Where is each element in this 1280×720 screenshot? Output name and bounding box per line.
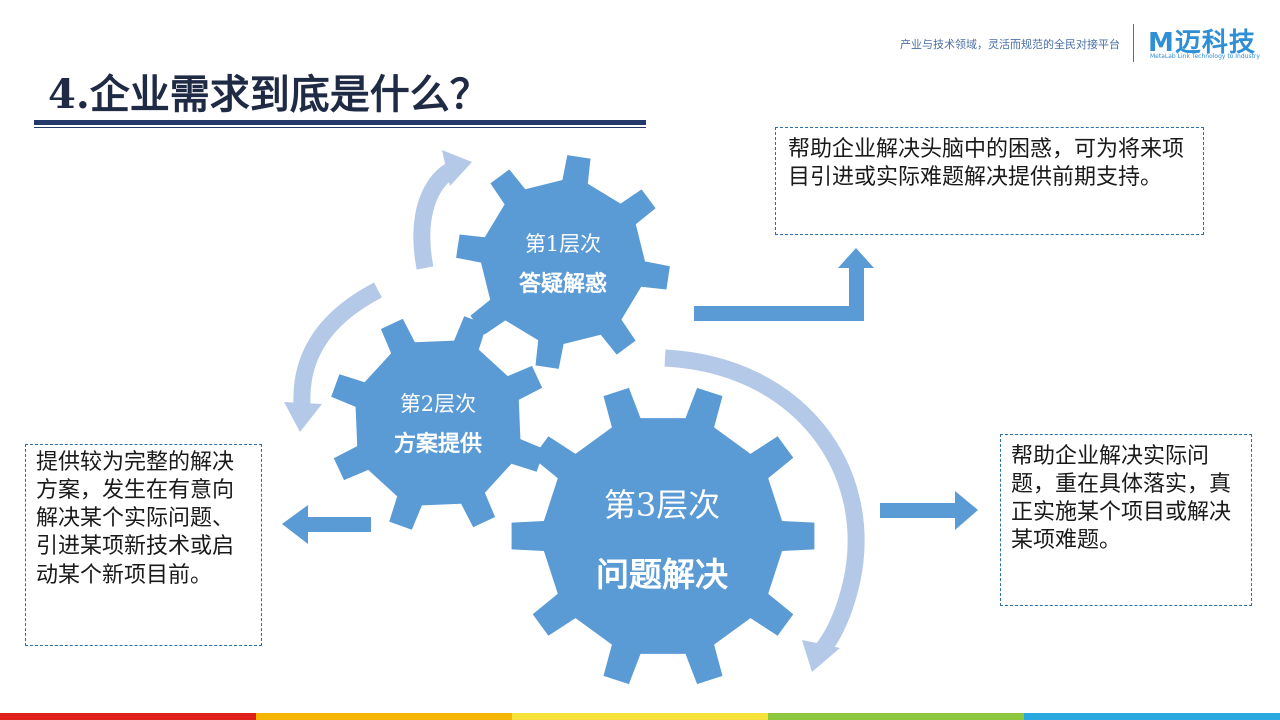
gear2-level: 第2层次 — [399, 392, 477, 416]
gear-level2 — [331, 316, 545, 530]
gear2-name: 方案提供 — [393, 432, 482, 457]
gear3-name: 问题解决 — [596, 555, 728, 594]
title-underline — [34, 120, 646, 125]
gear-level3 — [511, 387, 815, 685]
description-box-level2: 提供较为完整的解决方案，发生在有意向解决某个实际问题、引进某项新技术或启动某个新… — [25, 444, 262, 646]
header-tagline: 产业与技术领域，灵活而规范的全民对接平台 — [900, 38, 1120, 51]
gear3-level: 第3层次 — [603, 486, 721, 524]
description-box-level3: 帮助企业解决实际问题，重在具体落实，真正实施某个项目或解决某项难题。 — [1000, 434, 1252, 606]
gear1-name: 答疑解惑 — [518, 272, 607, 297]
arrow-to-top-box — [694, 248, 874, 321]
company-logo: M迈科技 MetaLab Link Technology to Industry — [1148, 22, 1268, 64]
arc-gear3-clockwise — [664, 349, 865, 656]
header-divider — [1133, 24, 1134, 62]
arrow-to-left-box — [282, 505, 371, 544]
arc-gear3-clockwise-head — [802, 640, 840, 672]
logo-text: M迈科技 — [1148, 28, 1256, 58]
gear1-level: 第1层次 — [524, 232, 602, 256]
arc-gear1-to-gear2 — [293, 282, 382, 406]
stripe-orange — [256, 713, 512, 720]
gear-level1 — [456, 155, 670, 369]
stripe-green — [768, 713, 1024, 720]
arc-gear1-to-gear2-head — [284, 402, 322, 432]
stripe-yellow — [512, 713, 768, 720]
title-underline-thin — [34, 127, 646, 128]
stripe-red — [0, 713, 256, 720]
arrow-to-right-box — [880, 491, 978, 530]
logo-subtitle: MetaLab Link Technology to Industry — [1150, 53, 1260, 60]
description-box-level1: 帮助企业解决头脑中的困惑，可为将来项目引进或实际难题解决提供前期支持。 — [775, 127, 1204, 235]
arc-gear2-to-gear1-head — [442, 150, 472, 186]
stripe-blue — [1024, 713, 1280, 720]
page-title: 4.企业需求到底是什么？ — [48, 71, 490, 118]
